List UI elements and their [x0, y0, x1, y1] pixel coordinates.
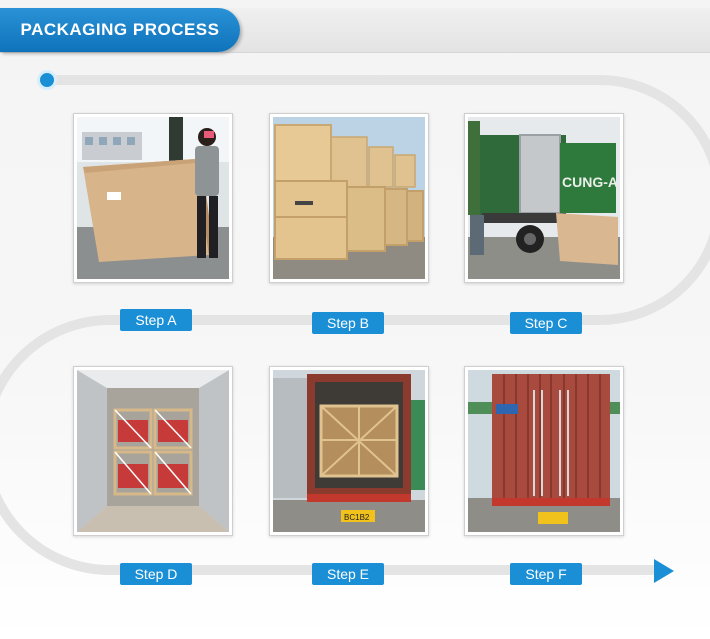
- step-b-photo: [269, 113, 429, 283]
- page-title: PACKAGING PROCESS: [20, 20, 220, 39]
- step-d-label: Step D: [120, 563, 192, 585]
- step-b-label: Step B: [312, 312, 384, 334]
- step-e-photo: BC1B2: [269, 366, 429, 536]
- step-e-label: Step E: [312, 563, 384, 585]
- step-b-photo-image: [273, 117, 425, 279]
- step-c-photo: CUNG-A: [464, 113, 624, 283]
- step-a-label: Step A: [120, 309, 192, 331]
- track-arrow-icon: [654, 559, 674, 583]
- step-f-photo-image: [468, 370, 620, 532]
- step-d-photo-image: [77, 370, 229, 532]
- step-c-label: Step C: [510, 312, 582, 334]
- step-d-photo: [73, 366, 233, 536]
- step-f-photo: [464, 366, 624, 536]
- svg-text:BC1B2: BC1B2: [344, 513, 370, 522]
- svg-text:CUNG-A: CUNG-A: [562, 174, 618, 190]
- step-f-label: Step F: [510, 563, 582, 585]
- step-c-photo-image: CUNG-A: [468, 117, 620, 279]
- step-e-photo-image: BC1B2: [273, 370, 425, 532]
- step-a-photo: [73, 113, 233, 283]
- header-tab: PACKAGING PROCESS: [0, 8, 240, 52]
- step-a-photo-image: [77, 117, 229, 279]
- track-start-dot: [37, 70, 57, 90]
